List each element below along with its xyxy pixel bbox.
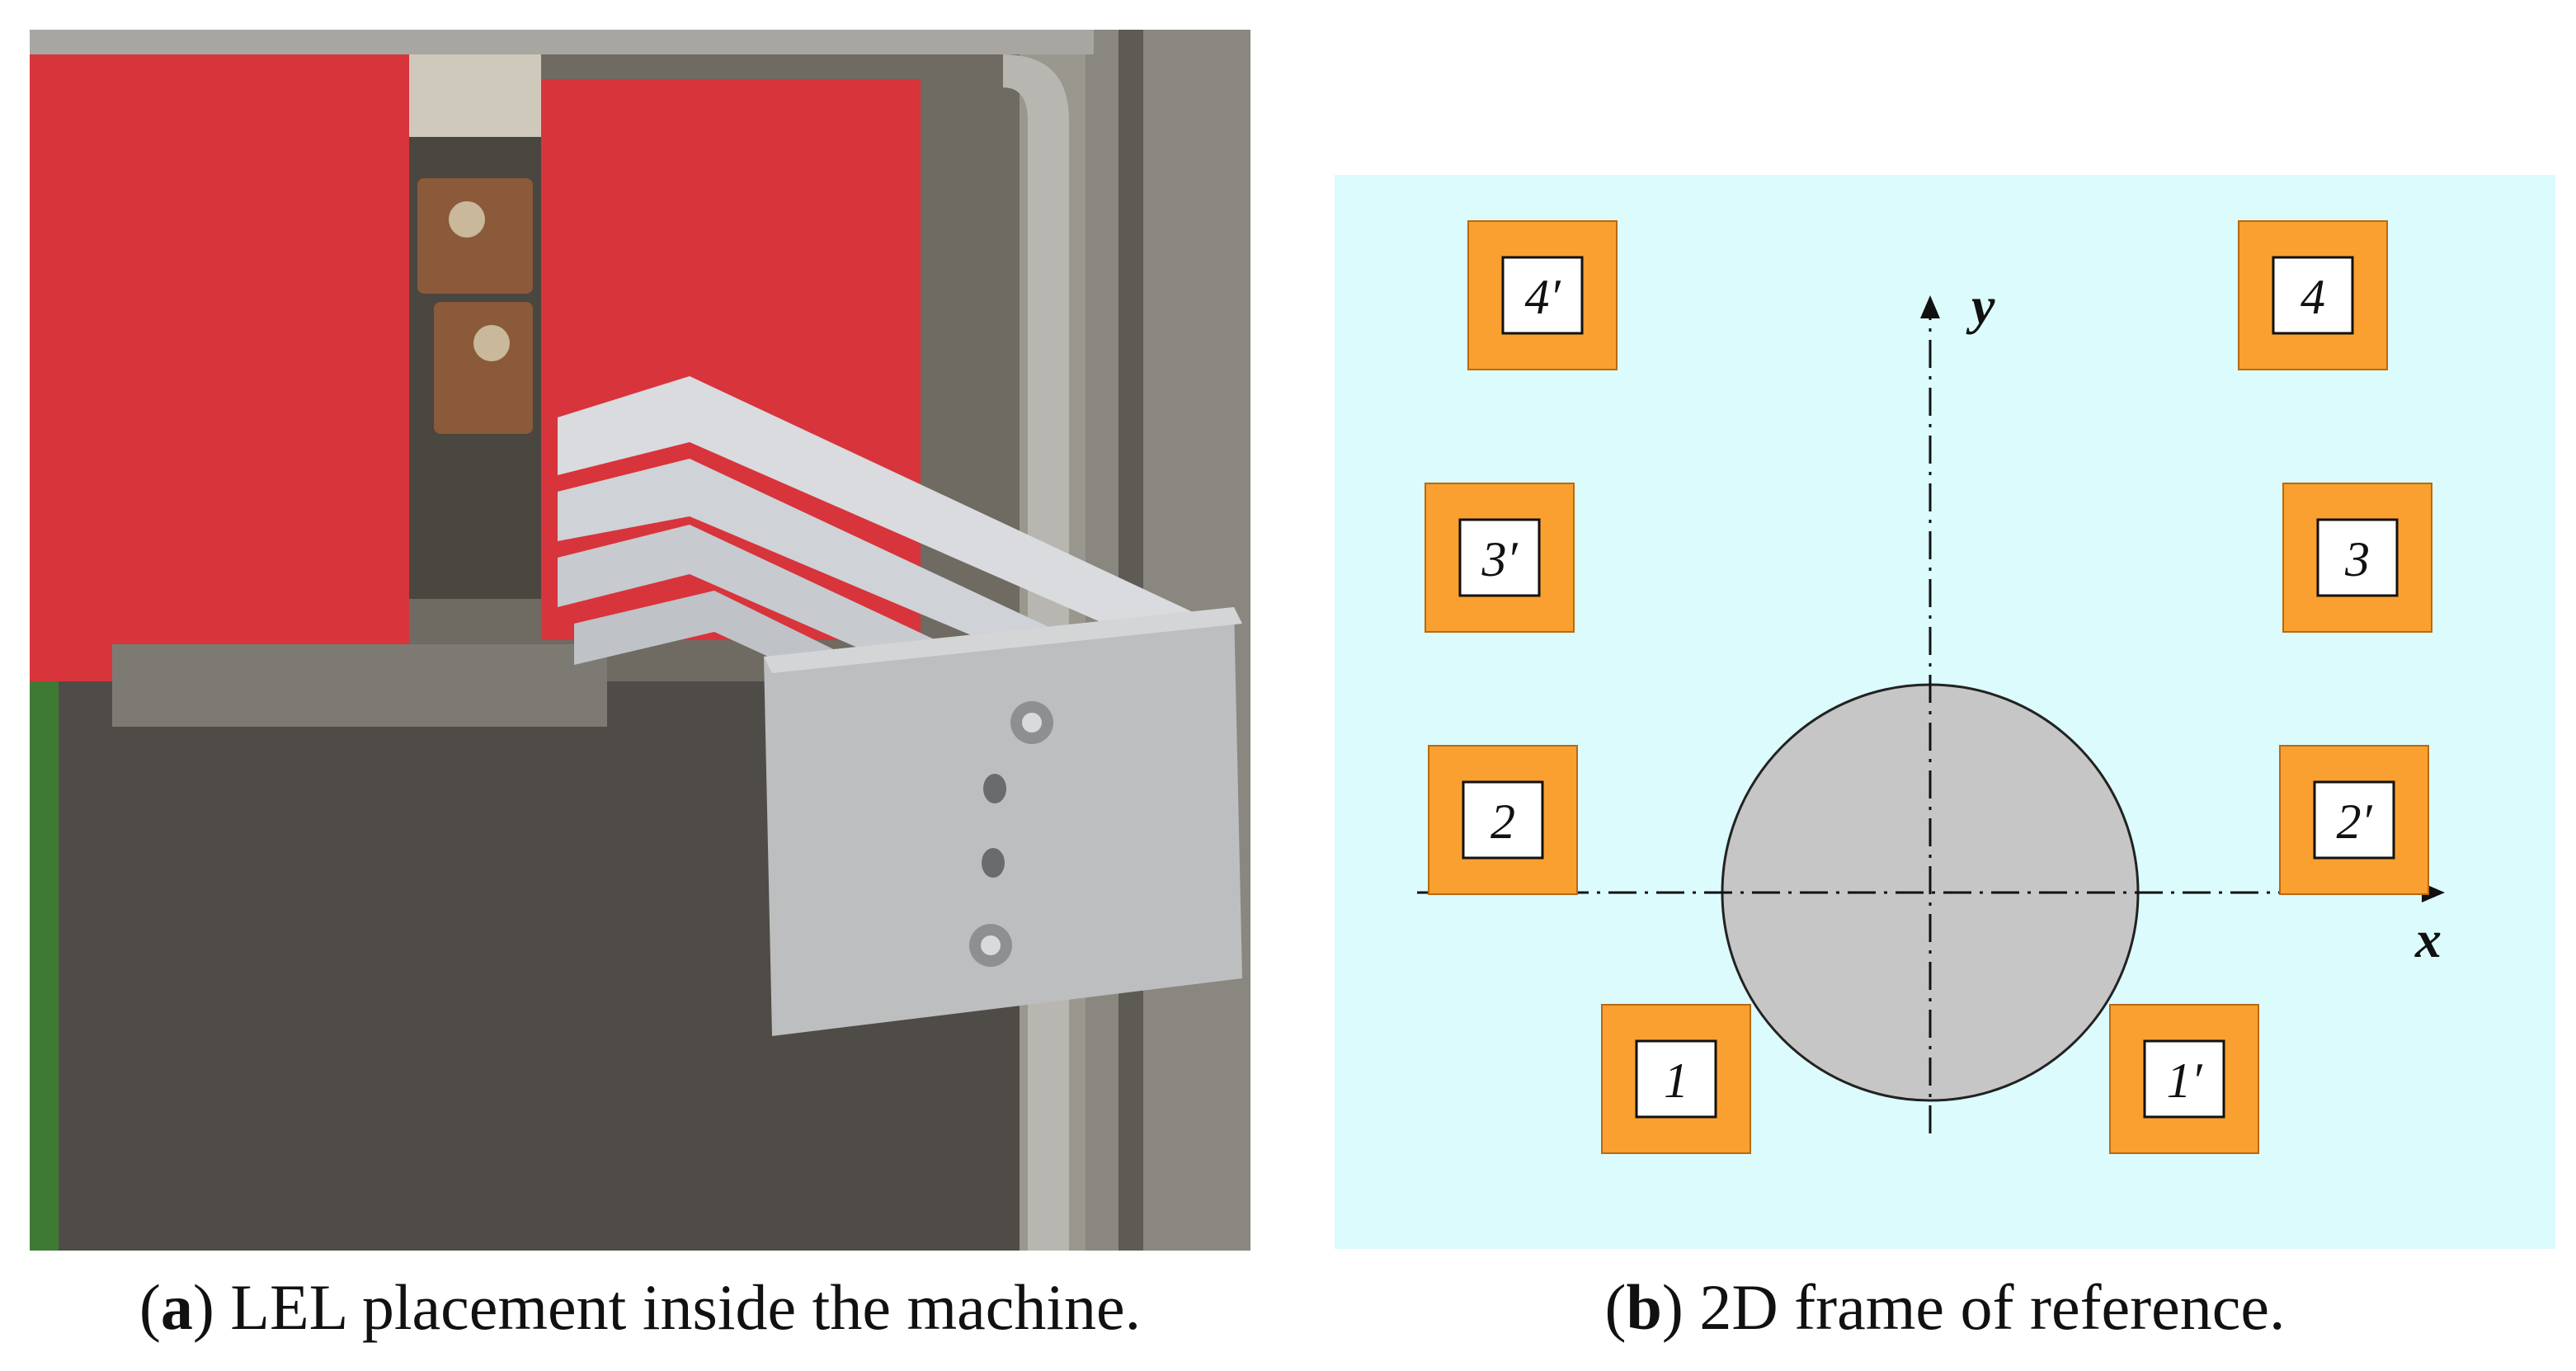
sensor-2prime: 2′: [2279, 745, 2429, 895]
y-axis-arrow: [1920, 295, 1940, 318]
sensor-3prime: 3′: [1425, 483, 1575, 633]
sensor-label: 1: [1664, 1053, 1688, 1108]
x-axis-label: x: [2414, 910, 2442, 968]
sensor-label: 2: [1491, 794, 1515, 849]
sensor-1prime: 1′: [2109, 1004, 2259, 1154]
sensor-4prime: 4′: [1467, 220, 1618, 370]
caption-letter: b: [1626, 1271, 1662, 1343]
caption-b: (b) 2D frame of reference.: [1335, 1258, 2555, 1357]
caption-a: (a) LEL placement inside the machine.: [30, 1258, 1250, 1357]
sensor-label: 3: [2344, 532, 2370, 587]
sensor-2: 2: [1428, 745, 1578, 895]
sensor-1: 1: [1601, 1004, 1751, 1154]
sensor-label: 2′: [2336, 794, 2372, 849]
caption-paren-open: (: [139, 1271, 161, 1343]
sensor-label: 3′: [1481, 532, 1518, 587]
caption-paren-close: ): [1661, 1271, 1684, 1343]
caption-paren-open: (: [1604, 1271, 1627, 1343]
sensor-label: 4: [2301, 270, 2325, 324]
machine-photo: [30, 30, 1250, 1251]
sensor-label: 4′: [1524, 270, 1561, 324]
sensor-label: 1′: [2166, 1053, 2202, 1108]
caption-paren-close: ): [192, 1271, 214, 1343]
caption-text: LEL placement inside the machine.: [214, 1271, 1142, 1343]
caption-text: 2D frame of reference.: [1683, 1271, 2286, 1343]
caption-letter: a: [160, 1271, 193, 1343]
sensor-3: 3: [2282, 483, 2432, 633]
sensor-4: 4: [2238, 220, 2388, 370]
frame-of-reference-diagram: x y 4′ 4 3′ 3 2: [1335, 175, 2555, 1249]
